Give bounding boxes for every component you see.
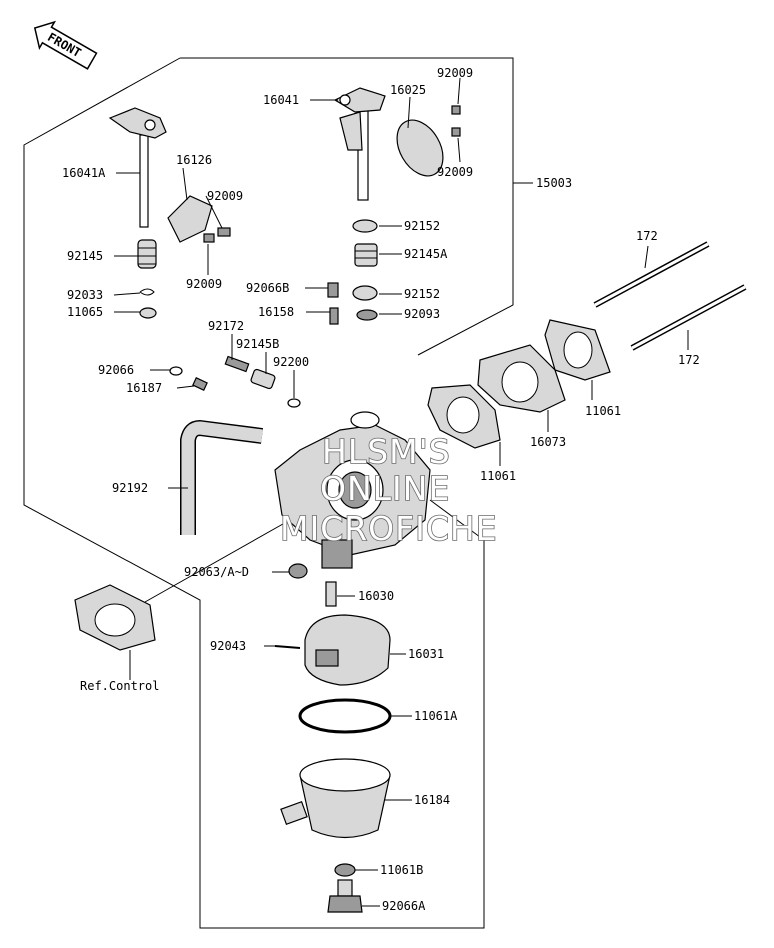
- washer-92200: [287, 398, 301, 408]
- watermark-line-3: MICROFICHE: [280, 509, 498, 548]
- callout-11061-left: 11061: [480, 469, 516, 483]
- callout-92145B: 92145B: [236, 337, 279, 351]
- callout-16030: 16030: [358, 589, 394, 603]
- callout-16073: 16073: [530, 435, 566, 449]
- callout-92066: 92066: [98, 363, 134, 377]
- callout-92172: 92172: [208, 319, 244, 333]
- callout-92152-b: 92152: [404, 287, 440, 301]
- callout-11065: 11065: [67, 305, 103, 319]
- carburetor-body: [274, 411, 431, 569]
- washer-11061B: [334, 863, 356, 877]
- callout-16031: 16031: [408, 647, 444, 661]
- callout-92009-l1: 92009: [207, 189, 243, 203]
- lever-plate-16126: [167, 195, 213, 243]
- callout-16041: 16041: [263, 93, 299, 107]
- gasket-11061A: [298, 698, 392, 734]
- watermark-line-1: HLSM'S: [322, 432, 451, 471]
- spacer-16073: [477, 344, 566, 413]
- screw-92172: [224, 355, 250, 373]
- callout-172-bottom: 172: [678, 353, 700, 367]
- callout-92009-mid: 92009: [437, 165, 473, 179]
- callout-92200: 92200: [273, 355, 309, 369]
- callout-92192: 92192: [112, 481, 148, 495]
- callout-ref-control: Ref.Control: [80, 679, 159, 693]
- oring-92093: [356, 309, 378, 321]
- callout-92145A: 92145A: [404, 247, 448, 261]
- screws-92009-left: [203, 227, 231, 243]
- callout-92063: 92063/A~D: [184, 565, 249, 579]
- screws-92009-right: [451, 105, 461, 137]
- throttle-shaft-16041: [333, 87, 386, 201]
- hose-92192: [180, 420, 264, 535]
- jet-16158: [329, 307, 339, 325]
- callout-16041A: 16041A: [62, 166, 106, 180]
- spring-92145B: [250, 368, 276, 390]
- callout-92043: 92043: [210, 639, 246, 653]
- gasket-11061-right: [544, 319, 611, 381]
- throttle-plate-16025: [396, 119, 444, 177]
- callout-92066A: 92066A: [382, 899, 426, 913]
- outline-link: [429, 499, 485, 541]
- gasket-11061-left: [427, 384, 501, 449]
- callout-92009-top: 92009: [437, 66, 473, 80]
- callout-15003: 15003: [536, 176, 572, 190]
- watermark: HLSM'S ONLINE MICROFICHE: [279, 431, 498, 549]
- callout-16126: 16126: [176, 153, 212, 167]
- callout-16025: 16025: [390, 83, 426, 97]
- assembly-outline: [180, 57, 514, 356]
- pin-92043: [274, 645, 301, 649]
- float-bowl-16184: [280, 758, 391, 839]
- screw-16187: [192, 377, 208, 391]
- callout-92145: 92145: [67, 249, 103, 263]
- clip-92033: [139, 288, 155, 296]
- washer-92152-b: [352, 285, 378, 301]
- callout-92093: 92093: [404, 307, 440, 321]
- seal-11065: [139, 307, 157, 319]
- callout-16187: 16187: [126, 381, 162, 395]
- bolt-92066A: [327, 879, 363, 913]
- spring-92145: [137, 239, 157, 269]
- watermark-line-2: ONLINE: [320, 469, 450, 508]
- float-16031: [304, 614, 391, 686]
- callout-92066B: 92066B: [246, 281, 289, 295]
- callout-92009-l2: 92009: [186, 277, 222, 291]
- screw-92063: [288, 563, 308, 579]
- callout-labels: 16041 16025 92009 92009 16041A 16126 920…: [62, 66, 700, 913]
- stud-172-top: [593, 241, 710, 308]
- leader-lines: [113, 77, 689, 907]
- callout-92033: 92033: [67, 288, 103, 302]
- callout-92152-a: 92152: [404, 219, 440, 233]
- spring-92145A: [354, 243, 378, 267]
- ref-control-gasket: [74, 584, 156, 651]
- stud-172-bottom: [630, 284, 747, 351]
- choke-shaft-16041A: [108, 107, 167, 228]
- ring-92066: [169, 366, 183, 376]
- callout-16184: 16184: [414, 793, 450, 807]
- washer-92152-a: [352, 219, 378, 233]
- callout-11061B: 11061B: [380, 863, 423, 877]
- callout-172-top: 172: [636, 229, 658, 243]
- screw-92066B: [327, 282, 339, 298]
- callout-11061-right: 11061: [585, 404, 621, 418]
- front-arrow: FRONT: [33, 20, 98, 70]
- callout-16158: 16158: [258, 305, 294, 319]
- needle-16030: [325, 581, 337, 607]
- assembly-outline-left: [23, 57, 485, 929]
- callout-11061A: 11061A: [414, 709, 458, 723]
